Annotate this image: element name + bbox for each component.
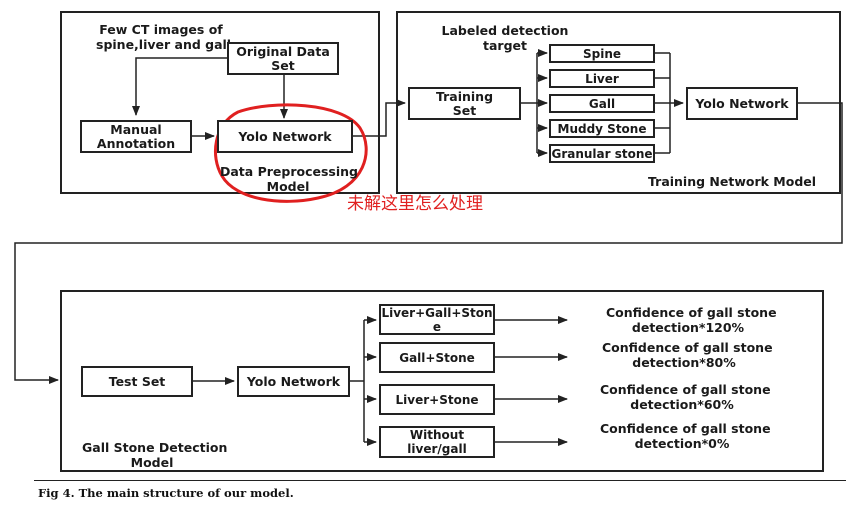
output-3-label: Liver+Stone [395,392,479,407]
detection-model-label: Gall Stone Detection Model [82,440,228,470]
confidence-4-line2: detection*0% [634,436,730,451]
detection-yolo-label: Yolo Network [246,373,341,389]
manual-annotation-box: Manual Annotation [80,120,192,153]
class-gall-label: Gall [588,96,616,111]
confidence-text-3: Confidence of gall stone detection*60% [600,382,771,412]
preprocessing-title: Few CT images of spine,liver and gall [96,22,232,52]
arrow-training-branch [521,53,538,153]
preprocessing-title-line2: spine,liver and gall [96,37,232,52]
original-data-line1: Original Data [236,43,330,59]
output-4-line1: Without [409,428,465,442]
class-muddy-stone-box: Muddy Stone [549,119,655,138]
confidence-3-line1: Confidence of gall stone [600,382,771,397]
class-liver-box: Liver [549,69,655,88]
output-4-line2: liver/gall [407,442,467,456]
annotation-circle [214,103,368,203]
manual-line1: Manual [110,121,162,137]
labeled-target-title: Labeled detection target [440,23,570,53]
test-set-box: Test Set [81,366,193,397]
confidence-text-2: Confidence of gall stone detection*80% [602,340,773,370]
output-1-line1: Liver+Gall+Ston [381,305,493,320]
preprocessing-panel [60,11,380,194]
arrow-yolo-branch [350,320,365,442]
arrow-training-to-test [14,102,843,384]
figure-caption: Fig 4. The main structure of our model. [38,486,294,500]
confidence-2-line1: Confidence of gall stone [602,340,773,355]
confidence-3-line2: detection*60% [630,397,734,412]
original-data-line2: Set [271,57,295,73]
training-model-label: Training Network Model [648,174,817,189]
test-set-label: Test Set [108,373,166,389]
detection-label-line2: Model [130,455,174,470]
class-gall-box: Gall [549,94,655,113]
annotation-note: 未解这里怎么处理 [347,194,483,214]
confidence-4-line1: Confidence of gall stone [600,421,771,436]
arrows-classes-merge [655,52,671,154]
detection-label-line1: Gall Stone Detection [82,440,228,455]
confidence-text-1: Confidence of gall stone detection*120% [606,305,777,335]
class-spine-box: Spine [549,44,655,63]
confidence-1-line1: Confidence of gall stone [606,305,777,320]
output-box-1: Liver+Gall+Ston e [379,304,495,335]
detection-yolo-box: Yolo Network [237,366,350,397]
preprocessing-yolo-label: Yolo Network [238,128,332,144]
confidence-text-4: Confidence of gall stone detection*0% [600,421,771,451]
output-box-3: Liver+Stone [379,384,495,415]
class-muddy-stone-label: Muddy Stone [557,121,647,136]
preprocessing-label-line1: Data Preprocessing [220,164,358,179]
preprocessing-model-label: Data Preprocessing Model [220,164,358,194]
labeled-target-line1: Labeled detection [441,23,569,38]
output-box-2: Gall+Stone [379,342,495,373]
training-set-box: Training Set [408,87,521,120]
preprocessing-title-line1: Few CT images of [99,22,223,37]
confidence-2-line2: detection*80% [632,355,736,370]
output-box-4: Without liver/gall [379,426,495,458]
arrow-yolo-to-training [353,99,406,137]
class-granular-stone-box: Granular stone [549,144,655,163]
original-data-set-box: Original Data Set [227,42,339,75]
preprocessing-label-line2: Model [266,179,310,194]
manual-line2: Annotation [96,135,176,151]
training-yolo-label: Yolo Network [695,95,789,111]
caption-rule [34,480,846,481]
confidence-1-line2: detection*120% [631,320,745,335]
detection-panel [60,290,824,472]
class-liver-label: Liver [585,71,619,86]
output-2-label: Gall+Stone [399,350,475,365]
labeled-target-line2: target [483,38,527,53]
preprocessing-yolo-box: Yolo Network [217,120,353,153]
arrow-original-to-manual [132,57,227,116]
class-spine-label: Spine [582,46,622,61]
class-granular-stone-label: Granular stone [551,146,653,161]
training-set-line2: Set [452,102,477,118]
output-1-line2: e [432,319,442,334]
training-set-line1: Training [435,88,494,104]
training-yolo-box: Yolo Network [686,87,798,120]
